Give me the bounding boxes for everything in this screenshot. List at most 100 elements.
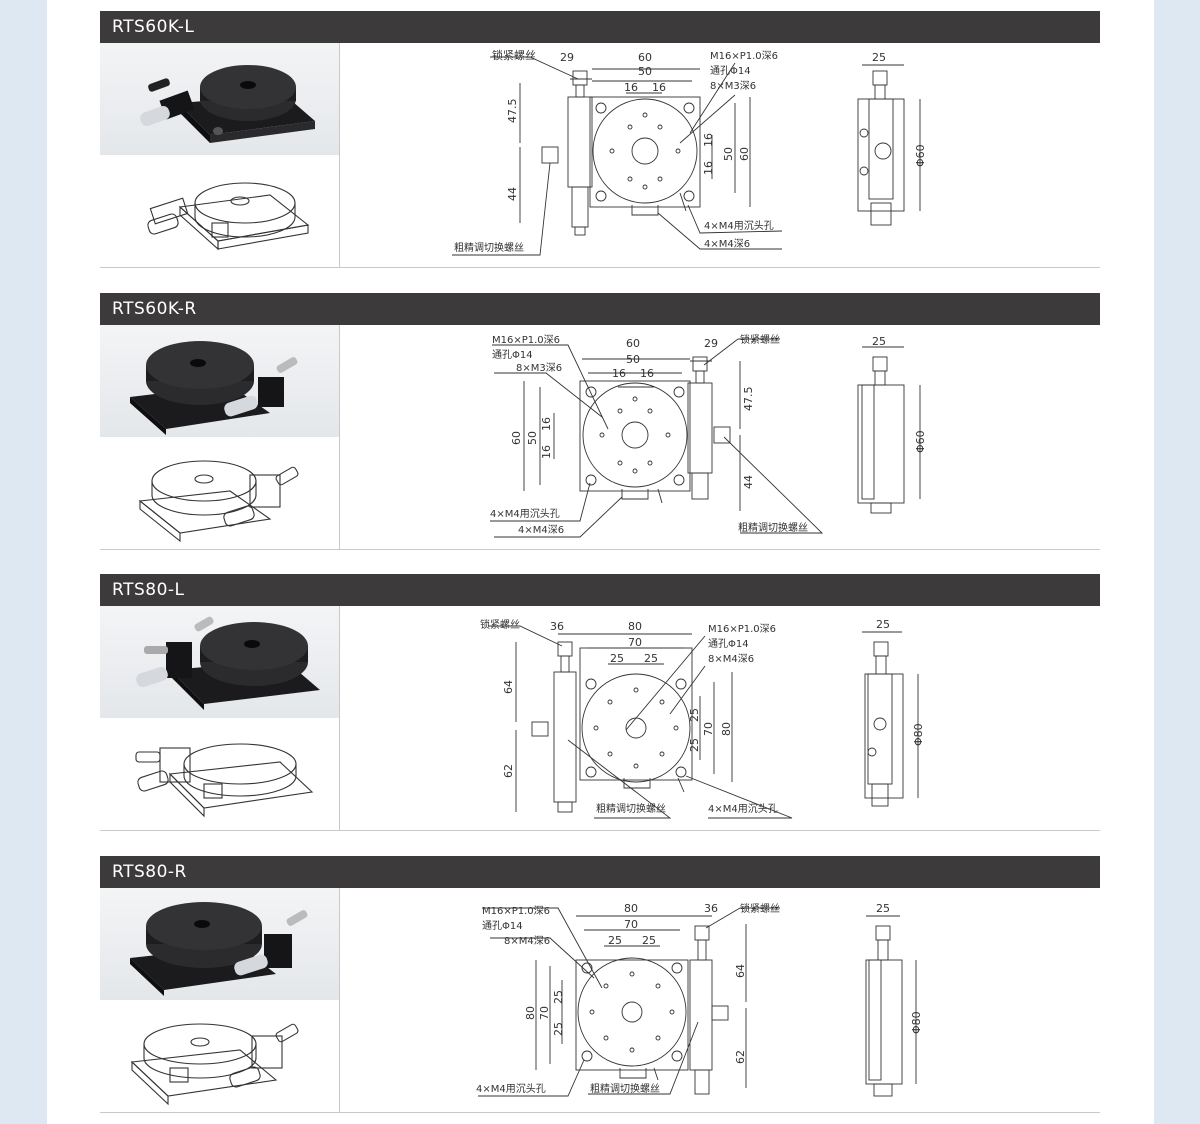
svg-text:50: 50	[526, 431, 539, 445]
svg-text:62: 62	[734, 1050, 747, 1064]
section-title: RTS80-R	[100, 856, 1100, 888]
svg-text:70: 70	[702, 722, 715, 736]
product-line-drawing	[100, 155, 339, 267]
product-line-drawing	[100, 437, 339, 549]
svg-text:62: 62	[502, 764, 515, 778]
technical-drawing: 60 50 16 16 29 60 50 16 16 47.5 44 M16×P…	[340, 325, 1100, 549]
svg-text:47.5: 47.5	[742, 387, 755, 412]
svg-text:70: 70	[538, 1006, 551, 1020]
section-body: 锁紧螺丝 29 60 50 16 16 47.5 44 16 16 50 60 …	[100, 43, 1100, 268]
section-body: 60 50 16 16 29 60 50 16 16 47.5 44 M16×P…	[100, 325, 1100, 550]
svg-text:80: 80	[628, 620, 642, 633]
svg-text:60: 60	[638, 51, 652, 64]
svg-text:16: 16	[540, 445, 553, 459]
svg-text:29: 29	[704, 337, 718, 350]
section-title: RTS60K-L	[100, 11, 1100, 43]
label-m4-depth: 4×M4深6	[518, 524, 564, 536]
svg-text:Φ60: Φ60	[914, 430, 927, 453]
svg-text:50: 50	[638, 65, 652, 78]
section-title: RTS80-L	[100, 574, 1100, 606]
technical-drawing: 锁紧螺丝 29 60 50 16 16 47.5 44 16 16 50 60 …	[340, 43, 1100, 267]
label-countersunk: 4×M4用沉头孔	[708, 802, 778, 815]
label-thread: M16×P1.0深6	[708, 623, 776, 635]
label-countersunk: 4×M4用沉头孔	[704, 219, 774, 232]
label-lock-screw: 锁紧螺丝	[492, 48, 536, 62]
technical-drawing: 锁紧螺丝 36 80 70 25 25 64 62 25 25 70 80 M1…	[340, 606, 1100, 830]
svg-text:25: 25	[688, 738, 701, 752]
label-through-hole: 通孔Φ14	[708, 638, 749, 650]
label-lock-screw: 锁紧螺丝	[480, 618, 520, 631]
label-thread: M16×P1.0深6	[482, 905, 550, 917]
label-tapped-holes: 8×M4深6	[504, 935, 550, 947]
svg-text:50: 50	[722, 147, 735, 161]
svg-text:25: 25	[608, 934, 622, 947]
svg-text:44: 44	[742, 475, 755, 489]
label-thread: M16×P1.0深6	[710, 50, 778, 62]
section-body: 锁紧螺丝 36 80 70 25 25 64 62 25 25 70 80 M1…	[100, 606, 1100, 831]
svg-text:60: 60	[510, 431, 523, 445]
svg-text:50: 50	[626, 353, 640, 366]
svg-text:Φ80: Φ80	[910, 1011, 923, 1034]
svg-text:70: 70	[628, 636, 642, 649]
svg-text:25: 25	[872, 335, 886, 348]
svg-text:25: 25	[644, 652, 658, 665]
svg-text:Φ80: Φ80	[912, 723, 925, 746]
svg-text:16: 16	[702, 161, 715, 175]
svg-text:64: 64	[502, 680, 515, 694]
svg-text:25: 25	[552, 1022, 565, 1036]
svg-text:70: 70	[624, 918, 638, 931]
label-tapped-holes: 8×M3深6	[516, 362, 562, 374]
product-photo	[100, 888, 339, 1000]
label-tapped-holes: 8×M3深6	[710, 80, 756, 92]
label-switch-screw: 粗精调切换螺丝	[590, 1082, 660, 1095]
svg-text:16: 16	[702, 133, 715, 147]
label-switch-screw: 粗精调切换螺丝	[738, 521, 808, 534]
label-m4-depth: 4×M4深6	[704, 238, 750, 250]
section-title: RTS60K-R	[100, 293, 1100, 325]
product-section-rts60k-l: RTS60K-L	[100, 11, 1100, 269]
label-countersunk: 4×M4用沉头孔	[476, 1082, 546, 1095]
product-photo	[100, 606, 339, 718]
svg-text:80: 80	[720, 722, 733, 736]
label-tapped-holes: 8×M4深6	[708, 653, 754, 665]
label-through-hole: 通孔Φ14	[710, 65, 751, 77]
svg-text:64: 64	[734, 964, 747, 978]
svg-text:16: 16	[624, 81, 638, 94]
svg-text:25: 25	[688, 708, 701, 722]
section-body: 80 70 25 25 36 80 70 25 25 64 62 M16×P1.…	[100, 888, 1100, 1113]
svg-text:36: 36	[550, 620, 564, 633]
svg-text:36: 36	[704, 902, 718, 915]
svg-text:80: 80	[524, 1006, 537, 1020]
product-photo	[100, 43, 339, 155]
svg-text:25: 25	[876, 618, 890, 631]
label-through-hole: 通孔Φ14	[482, 920, 523, 932]
label-thread: M16×P1.0深6	[492, 334, 560, 346]
label-through-hole: 通孔Φ14	[492, 349, 533, 361]
svg-text:25: 25	[642, 934, 656, 947]
svg-text:47.5: 47.5	[506, 99, 519, 124]
label-lock-screw: 锁紧螺丝	[740, 333, 780, 346]
product-section-rts80-r: RTS80-R	[100, 856, 1100, 1114]
svg-text:60: 60	[626, 337, 640, 350]
catalog-page: RTS60K-L	[47, 0, 1154, 1124]
label-countersunk: 4×M4用沉头孔	[490, 507, 560, 520]
svg-text:25: 25	[610, 652, 624, 665]
label-lock-screw: 锁紧螺丝	[740, 902, 780, 915]
svg-text:16: 16	[612, 367, 626, 380]
svg-text:25: 25	[872, 51, 886, 64]
technical-drawing: 80 70 25 25 36 80 70 25 25 64 62 M16×P1.…	[340, 888, 1100, 1112]
product-photo	[100, 325, 339, 437]
svg-text:16: 16	[540, 417, 553, 431]
svg-text:25: 25	[552, 990, 565, 1004]
svg-text:25: 25	[876, 902, 890, 915]
product-section-rts60k-r: RTS60K-R	[100, 293, 1100, 551]
product-line-drawing	[100, 718, 339, 830]
svg-text:80: 80	[624, 902, 638, 915]
svg-text:16: 16	[652, 81, 666, 94]
label-switch-screw: 粗精调切换螺丝	[454, 241, 524, 254]
product-section-rts80-l: RTS80-L	[100, 574, 1100, 832]
svg-text:16: 16	[640, 367, 654, 380]
product-line-drawing	[100, 1000, 339, 1112]
svg-text:60: 60	[738, 147, 751, 161]
svg-text:44: 44	[506, 187, 519, 201]
